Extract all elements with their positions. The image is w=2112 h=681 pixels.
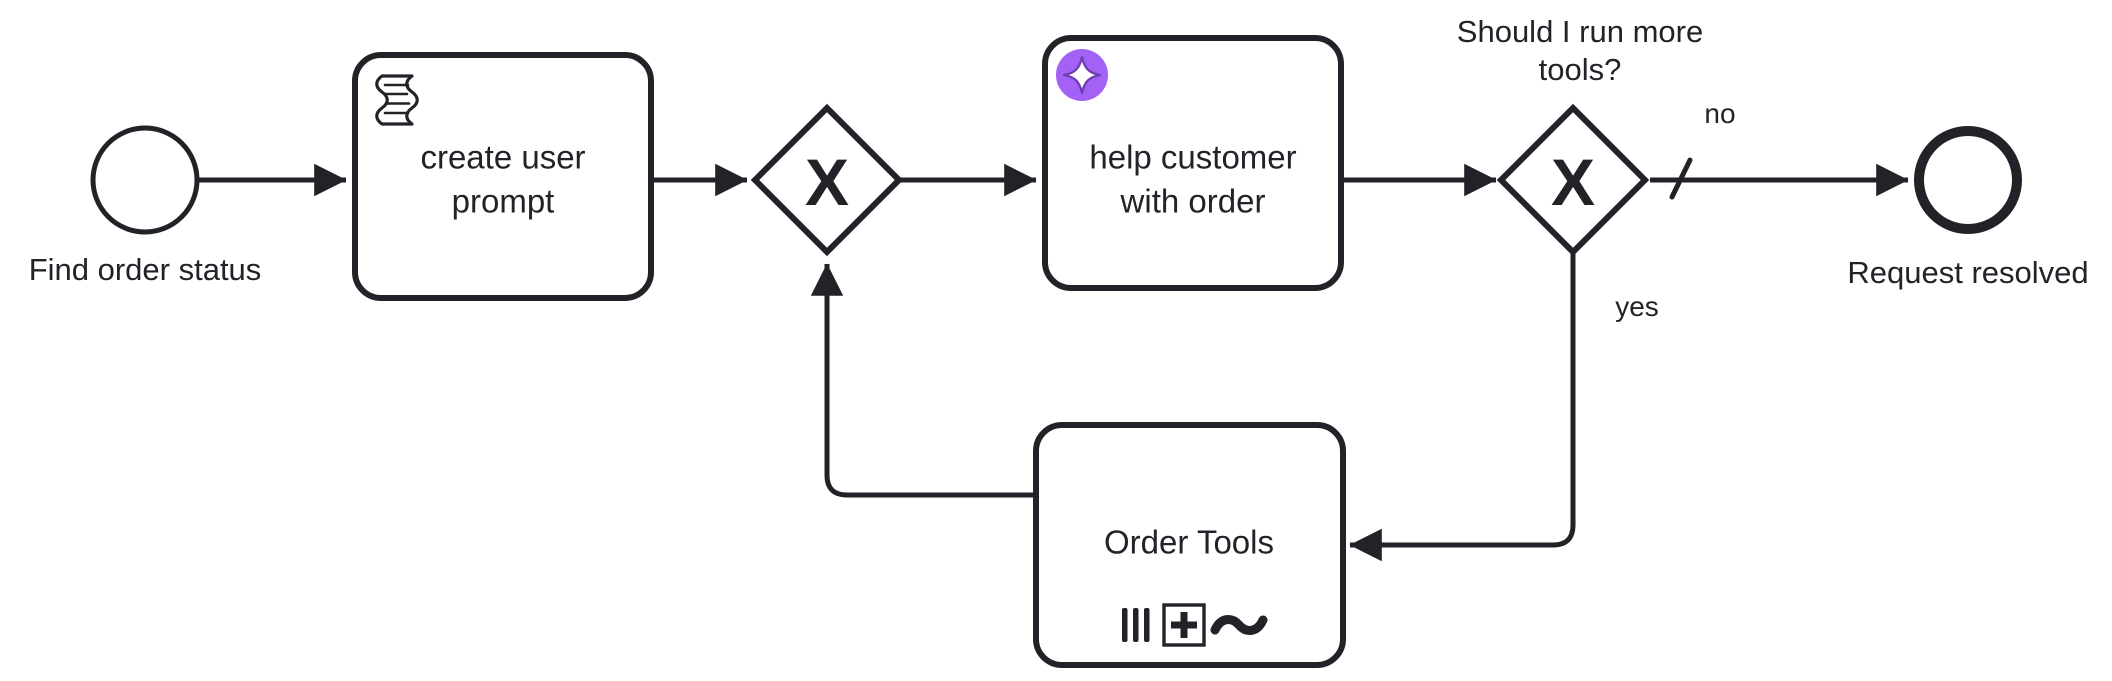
task-create-user-prompt-label-line1: create user — [420, 139, 585, 176]
end-event[interactable]: Request resolved — [1847, 126, 2089, 290]
task-help-customer-box — [1042, 35, 1344, 291]
flow-yes-to-order-tools — [1349, 253, 1576, 562]
sub-process-expand-icon — [1162, 603, 1206, 647]
gateway-more-tools[interactable]: Should I run more tools? X — [1457, 14, 1703, 257]
task-order-tools[interactable]: Order Tools — [1033, 422, 1346, 668]
gateway-merge[interactable]: X — [750, 103, 904, 257]
script-task-icon — [375, 74, 419, 126]
default-flow-slash-icon — [1669, 157, 1693, 200]
start-event-label: Find order status — [29, 252, 262, 287]
flow-label-no: no — [1704, 98, 1735, 129]
task-order-tools-markers — [1122, 603, 1268, 647]
gateway-merge-diamond — [750, 103, 904, 257]
gateway-more-tools-diamond — [1496, 103, 1650, 257]
start-event[interactable]: Find order status — [29, 125, 262, 287]
task-order-tools-box — [1033, 422, 1346, 668]
task-create-user-prompt-box — [352, 52, 654, 301]
gateway-more-tools-question-line1: Should I run more — [1457, 14, 1703, 49]
flow-order-tools-loop-back — [810, 263, 1036, 498]
gateway-more-tools-x-symbol: X — [1551, 145, 1595, 219]
ai-sparkle-icon — [1056, 49, 1108, 101]
gateway-merge-x-symbol: X — [805, 145, 849, 219]
task-help-customer-label-line1: help customer — [1089, 139, 1296, 176]
flow-label-yes: yes — [1615, 291, 1659, 322]
parallel-multi-instance-icon — [1122, 608, 1150, 642]
start-event-circle — [90, 125, 200, 235]
task-create-user-prompt[interactable]: create user prompt — [352, 52, 654, 301]
end-event-circle — [1914, 126, 2022, 234]
ad-hoc-icon — [1210, 615, 1268, 635]
end-event-label: Request resolved — [1847, 255, 2088, 290]
task-create-user-prompt-label-line2: prompt — [452, 183, 555, 220]
task-order-tools-label: Order Tools — [1104, 524, 1274, 561]
task-help-customer-label-line2: with order — [1120, 183, 1266, 220]
gateway-more-tools-question-line2: tools? — [1539, 52, 1622, 87]
task-help-customer-with-order[interactable]: help customer with order — [1042, 35, 1344, 291]
